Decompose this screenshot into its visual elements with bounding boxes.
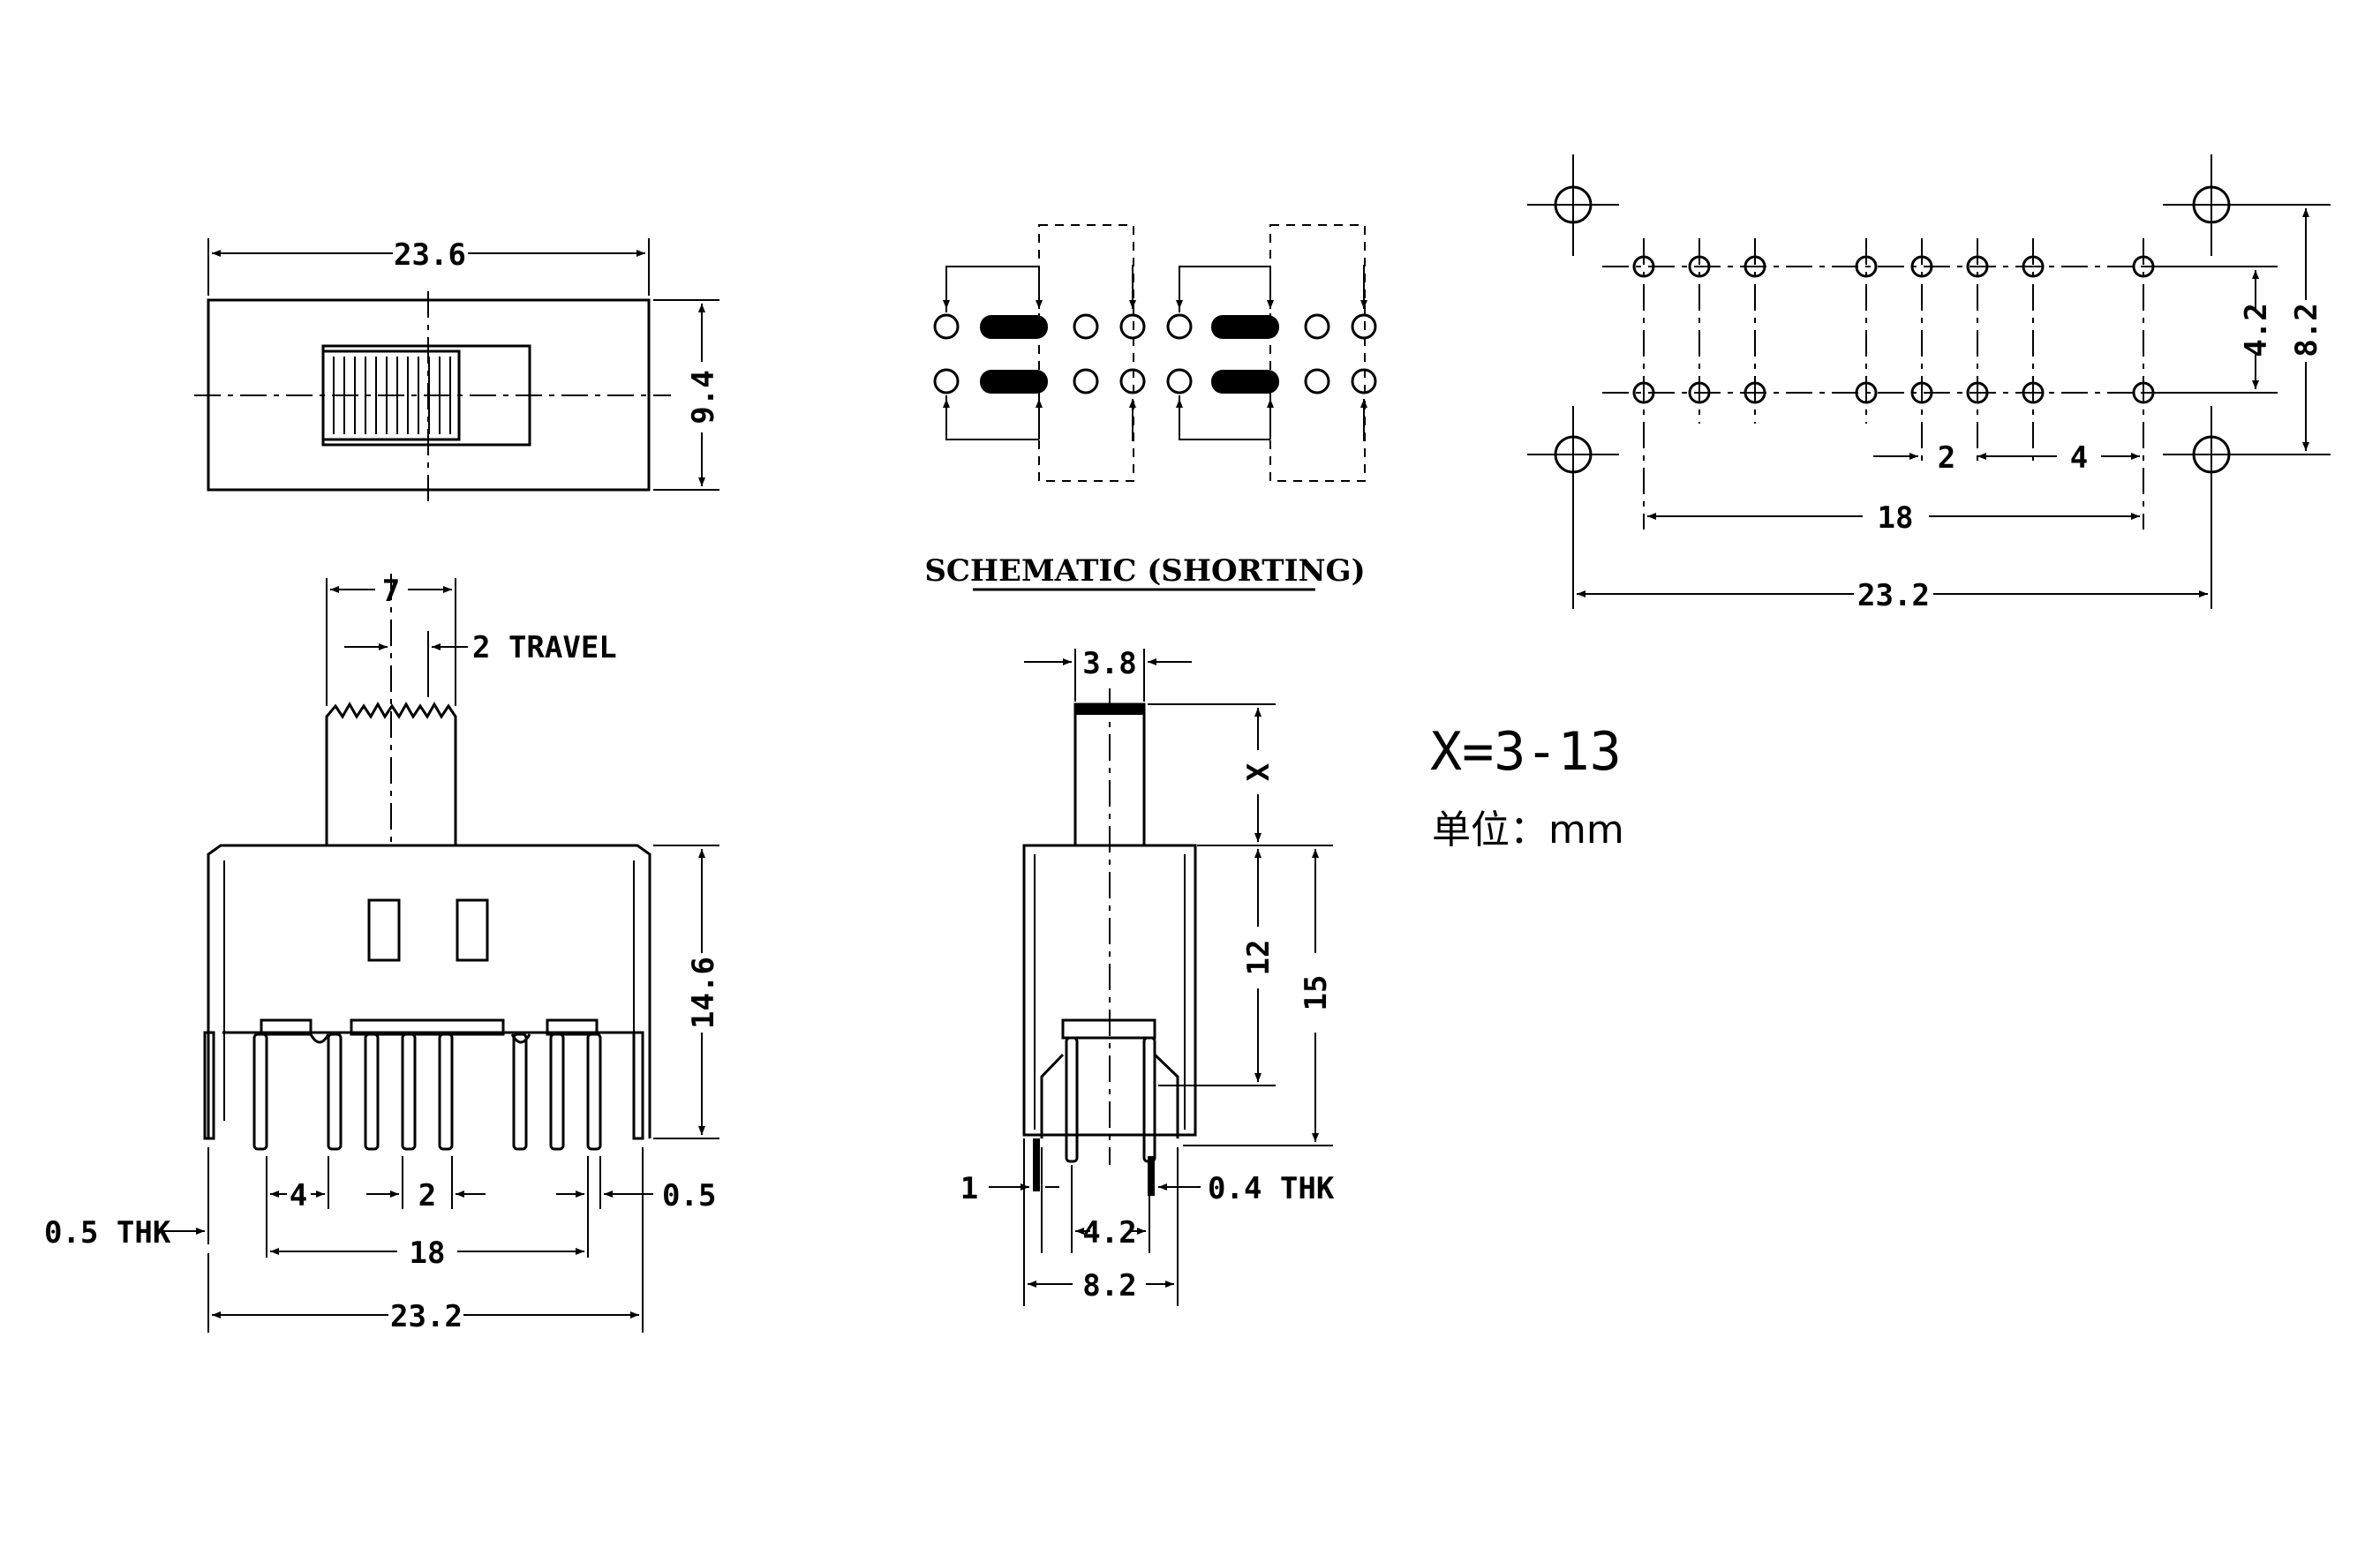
top-view: 23.6 9.4	[194, 237, 721, 503]
schematic: SCHEMATIC (SHORTING)	[924, 224, 1377, 591]
front-inner-span-label: 18	[410, 1236, 446, 1271]
side-view: 3.8 X 12 15 1 0.4 THK 4.2 8.2	[960, 646, 1335, 1306]
notes: X=3-13 单位：mm	[1430, 721, 1624, 853]
front-view: 7 2 TRAVEL 14.6 4 2 0.5 0.5 THK	[44, 574, 721, 1334]
side-knob-width-label: 3.8	[1082, 646, 1136, 681]
top-height-label: 9.4	[686, 370, 721, 424]
side-pin-offset-label: 1	[960, 1171, 978, 1206]
front-pin-width-label: 0.5	[662, 1178, 716, 1213]
front-pitch-a-label: 4	[290, 1178, 307, 1213]
pcb-outer-span-label: 23.2	[1857, 578, 1930, 613]
pcb-inner-height-label: 4.2	[2239, 303, 2274, 357]
front-thickness-label: 0.5 THK	[44, 1215, 171, 1251]
side-total-height-label: 15	[1299, 975, 1334, 1011]
side-thickness-label: 0.4 THK	[1208, 1171, 1335, 1206]
side-body-height-label: 12	[1241, 940, 1277, 976]
pcb-pitch-a-label: 2	[1938, 440, 1955, 476]
side-body-width-label: 8.2	[1082, 1268, 1136, 1303]
schematic-caption: SCHEMATIC (SHORTING)	[924, 553, 1365, 589]
front-knob-width-label: 7	[382, 574, 400, 609]
x-range-note: X=3-13	[1430, 721, 1622, 783]
front-outer-span-label: 23.2	[390, 1299, 463, 1334]
side-knob-height-label: X	[1241, 762, 1277, 781]
pcb-inner-span-label: 18	[1878, 500, 1914, 536]
pcb-outer-height-label: 8.2	[2289, 303, 2324, 357]
front-travel-label: 2 TRAVEL	[472, 630, 617, 665]
pcb-layout: 4.2 8.2 2 4 18 23.2	[1527, 154, 2331, 613]
top-width-label: 23.6	[394, 237, 466, 273]
front-body-height-label: 14.6	[686, 957, 721, 1029]
front-pitch-b-label: 2	[418, 1178, 436, 1213]
side-pin-span-label: 4.2	[1082, 1215, 1136, 1251]
unit-note: 单位：mm	[1432, 808, 1624, 853]
pcb-pitch-b-label: 4	[2070, 440, 2088, 476]
